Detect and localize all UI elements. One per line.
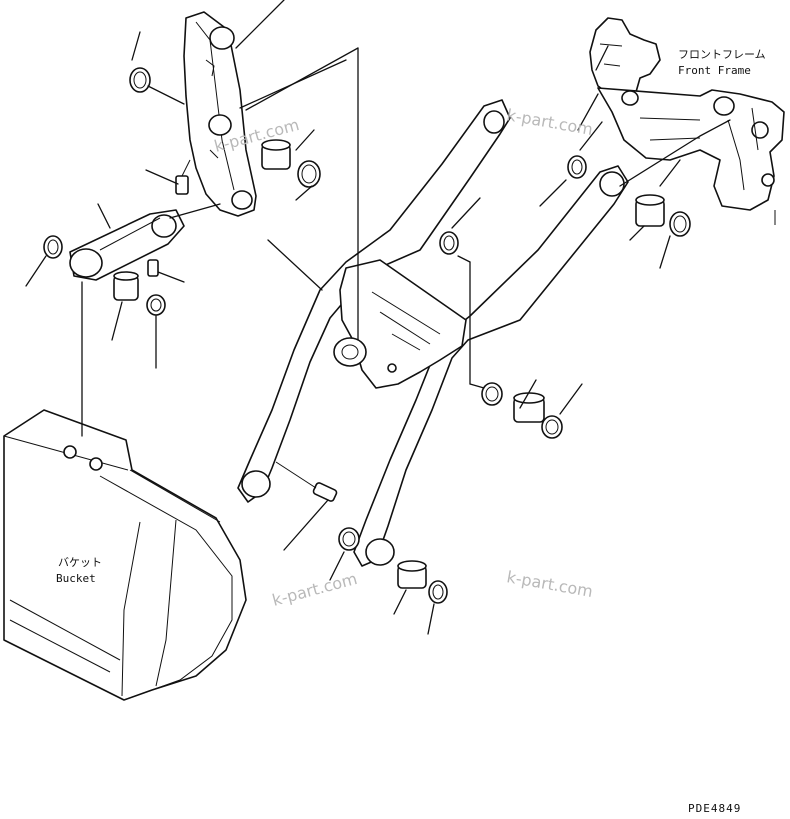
bushing-boom-low [397, 560, 427, 589]
front-frame-label-jp: フロントフレーム [678, 48, 766, 61]
front-frame-label-en: Front Frame [678, 64, 751, 77]
seal-ring-boom-a [439, 231, 459, 255]
seal-ring-boom-bottom [428, 580, 448, 604]
bushing-link [113, 271, 139, 301]
bucket-label-en: Bucket [56, 572, 96, 585]
grease-fitting-bellcrank [175, 159, 191, 195]
bucket [3, 409, 247, 701]
grease-fitting-boom [275, 461, 338, 502]
bushing-boom-top [635, 194, 665, 227]
watermark-4: k-part.com [505, 567, 594, 601]
leader-lines [25, 0, 731, 635]
bucket-label-jp: バケット [58, 556, 102, 569]
front-frame [589, 17, 785, 225]
watermark-3: k-part.com [270, 569, 359, 610]
seal-ring-bellcrank [297, 160, 321, 188]
drawing-code: PDE4849 [688, 802, 741, 815]
bellcrank [183, 11, 257, 217]
grease-fitting-link [147, 259, 159, 277]
seal-ring-boom-c [481, 382, 503, 406]
seal-ring-boom-low [338, 527, 360, 551]
watermark-2: k-part.com [505, 105, 594, 139]
seal-ring-boom-b [567, 155, 587, 179]
seal-ring-link-left [43, 235, 63, 259]
seal-ring-boom-mid [541, 415, 563, 439]
bucket-link [69, 209, 185, 281]
seal-ring-bellcrank-top [129, 67, 151, 93]
seal-ring-boom-top [669, 211, 691, 237]
seal-ring-link-right [146, 294, 166, 316]
bushing-bellcrank [261, 139, 291, 170]
boom [237, 99, 629, 567]
bushing-boom-mid [513, 392, 545, 423]
